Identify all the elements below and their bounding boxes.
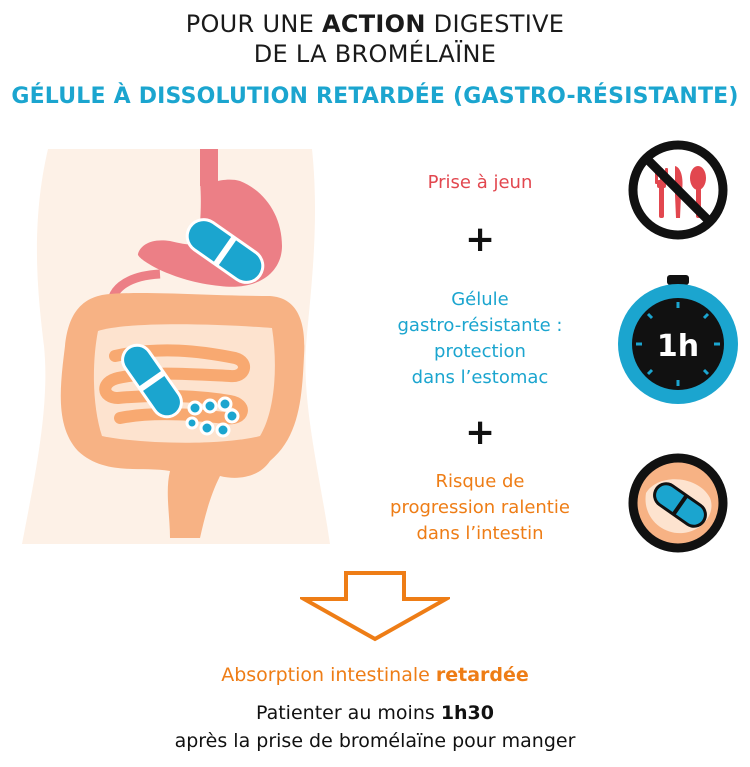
step-line: Risque de xyxy=(435,471,525,492)
step-line: gastro-résistante : xyxy=(397,315,563,336)
down-arrow-icon xyxy=(300,571,450,642)
subtitle: GÉLULE À DISSOLUTION RETARDÉE (GASTRO-RÉ… xyxy=(11,84,739,109)
plus-sign-1: + xyxy=(465,219,496,260)
granules-icon xyxy=(185,396,240,438)
plus-sign-2: + xyxy=(465,412,496,453)
stopwatch-label: 1h xyxy=(657,329,699,364)
title-pre: POUR UNE xyxy=(185,10,322,38)
step-line: dans l’estomac xyxy=(411,367,549,388)
result-pre: Absorption intestinale xyxy=(221,664,436,686)
step-slow-progression: Risque de progression ralentie dans l’in… xyxy=(340,469,620,547)
step-line: dans l’intestin xyxy=(416,523,544,544)
capsule-in-intestine-icon xyxy=(628,453,728,553)
title-bold: ACTION xyxy=(321,10,426,38)
capsule-intestine-icon xyxy=(121,343,183,419)
step-line: protection xyxy=(434,341,526,362)
advice-pre: Patienter au moins xyxy=(255,702,441,724)
advice-line-1: Patienter au moins 1h30 xyxy=(0,702,750,724)
step-fasting: Prise à jeun xyxy=(340,170,620,196)
step-line: Prise à jeun xyxy=(427,172,533,193)
step-gastro-resistant: Gélule gastro-résistante : protection da… xyxy=(340,287,620,391)
step-line: progression ralentie xyxy=(390,497,570,518)
capsule-stomach-icon xyxy=(185,218,265,284)
result-text: Absorption intestinale retardée xyxy=(0,664,750,686)
no-food-icon xyxy=(628,140,728,240)
title-line-1: POUR UNE ACTION DIGESTIVE xyxy=(0,10,750,38)
title-post: DIGESTIVE xyxy=(425,10,565,38)
advice-line-2: après la prise de bromélaïne pour manger xyxy=(174,730,576,752)
esophagus xyxy=(200,149,218,186)
title-line-2: DE LA BROMÉLAÏNE xyxy=(253,40,497,68)
step-line: Gélule xyxy=(451,289,509,310)
intestine-inner xyxy=(93,324,275,443)
digestive-system-illustration xyxy=(22,149,330,544)
stopwatch-icon: 1h xyxy=(618,275,738,404)
advice-bold: 1h30 xyxy=(440,702,494,724)
result-bold: retardée xyxy=(435,664,529,686)
